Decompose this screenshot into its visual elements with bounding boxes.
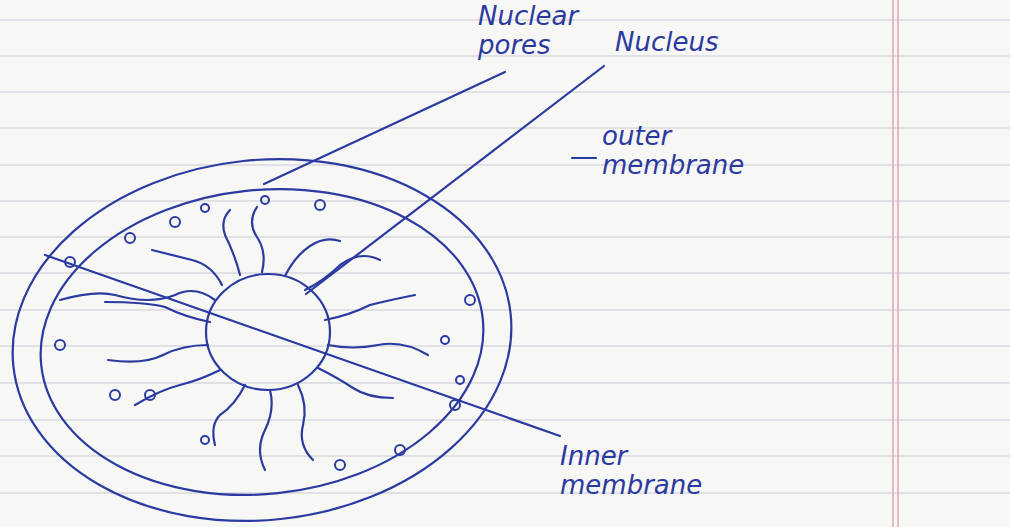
part-label: Inner membrane xyxy=(560,442,750,499)
part-label: Nuclear pores xyxy=(478,2,603,59)
part-label: Nucleus xyxy=(615,28,815,57)
part-label: outer membrane xyxy=(602,122,752,179)
